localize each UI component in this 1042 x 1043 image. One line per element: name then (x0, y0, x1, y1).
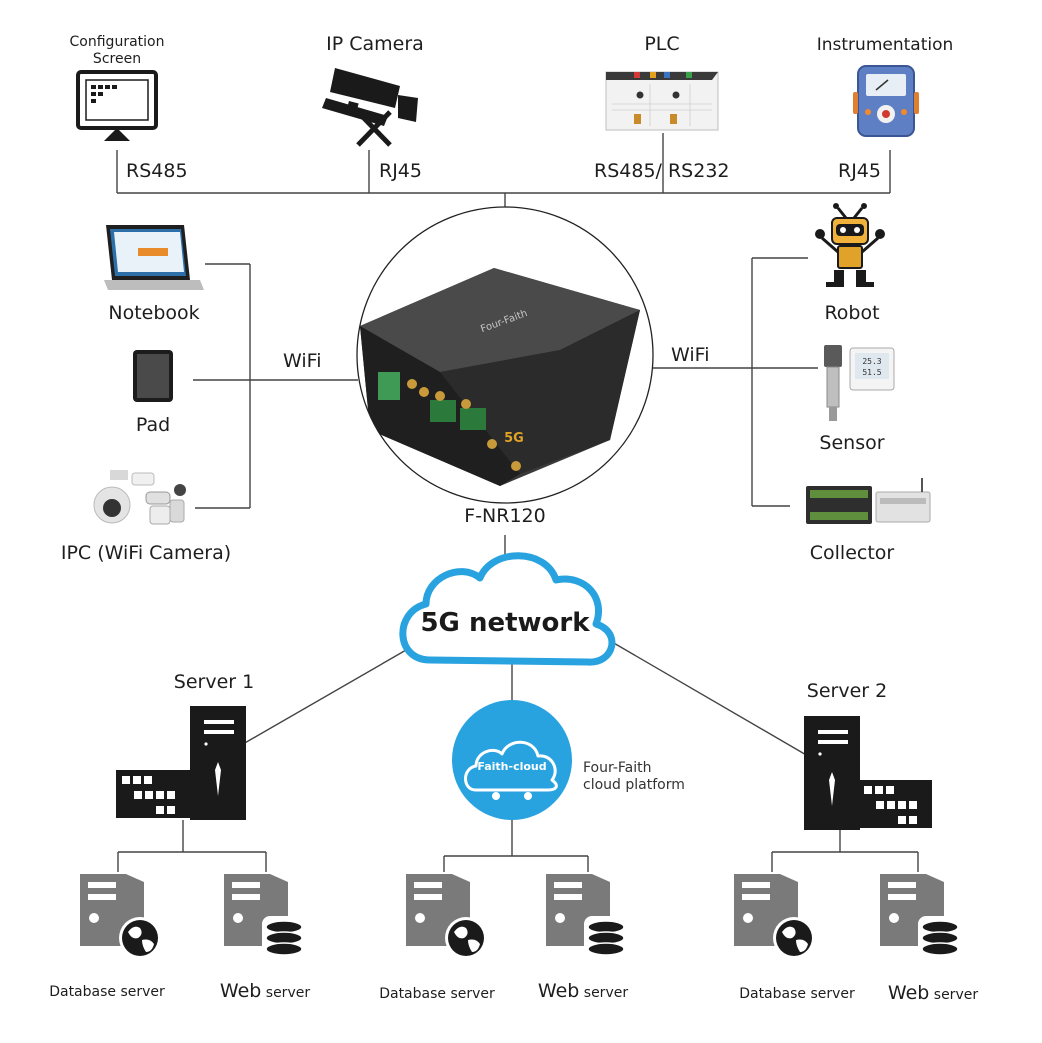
database-server-label-2: Database server (379, 986, 495, 1002)
pad-icon (133, 350, 173, 402)
config-screen-interface: RS485 (126, 160, 188, 182)
endpoint-icons (80, 874, 962, 960)
web-server-icon-3 (880, 874, 962, 960)
robot-icon (815, 203, 885, 287)
notebook-label: Notebook (108, 302, 200, 324)
config-screen-label: Configuration Screen (70, 34, 165, 68)
collector-label: Collector (809, 542, 895, 564)
server-1-label: Server 1 (173, 671, 255, 693)
faith-cloud-icon (452, 700, 572, 820)
web-server-label-1-rest: server (261, 985, 311, 1001)
instrumentation-icon (853, 65, 919, 137)
ip-camera-label: IP Camera (326, 33, 424, 55)
monitor-icon (76, 70, 158, 141)
database-server-label-1: Database server (49, 984, 165, 1000)
faith-cloud-label: Faith-cloud (477, 760, 547, 773)
ip-camera-interface: RJ45 (379, 160, 422, 182)
router-device: Four-Faith 5G (356, 206, 654, 504)
web-server-label-3-rest: server (929, 987, 979, 1003)
cloud-platform-label: Four-Faith cloud platform (583, 760, 685, 794)
web-server-label-3-word: Web (887, 982, 930, 1004)
ipc-label: IPC (WiFi Camera) (60, 542, 232, 564)
sensor-label: Sensor (819, 432, 885, 454)
cloud-5g-network (399, 552, 616, 666)
router-model-label: F-NR120 (464, 505, 546, 527)
router-5g-badge: 5G (504, 431, 524, 446)
instrumentation-label: Instrumentation (816, 35, 954, 55)
cloud-platform-label-line1: Four-Faith (583, 760, 652, 776)
connection-lines (116, 133, 919, 872)
web-server-icon-1 (224, 874, 306, 960)
web-server-label-3: Web server (888, 982, 978, 1004)
pad-label: Pad (135, 414, 171, 436)
right-wifi-label: WiFi (671, 344, 710, 366)
collector-icon (806, 478, 931, 524)
database-server-icon-2 (406, 874, 487, 959)
web-server-label-1: Web server (220, 980, 310, 1002)
sensor-reading-2: 51.5 (862, 368, 881, 377)
ip-camera-icon (322, 68, 418, 147)
plc-label: PLC (644, 33, 680, 55)
network-label: 5G network (420, 608, 590, 638)
instrumentation-interface: RJ45 (838, 160, 881, 182)
cloud-platform-label-line2: cloud platform (583, 777, 685, 793)
plc-interface: RS485/ RS232 (594, 160, 730, 182)
sensor-icon: 25.3 51.5 (824, 345, 895, 421)
web-server-label-2-word: Web (537, 980, 580, 1002)
server-1-icon (116, 706, 246, 820)
left-wifi-label: WiFi (283, 350, 322, 372)
server-2-icon (804, 716, 932, 830)
notebook-icon (104, 225, 204, 290)
wifi-camera-icon (93, 470, 186, 525)
web-server-label-2: Web server (538, 980, 628, 1002)
database-server-icon-3 (734, 874, 815, 959)
robot-label: Robot (824, 302, 880, 324)
sensor-reading-1: 25.3 (862, 357, 881, 366)
server-2-label: Server 2 (806, 680, 888, 702)
config-screen-label-line2: Screen (92, 51, 142, 67)
web-server-icon-2 (546, 874, 628, 960)
config-screen-label-line1: Configuration (69, 34, 165, 50)
web-server-label-2-rest: server (579, 985, 629, 1001)
plc-icon (605, 71, 719, 131)
database-server-label-3: Database server (739, 986, 855, 1002)
web-server-label-1-word: Web (219, 980, 262, 1002)
database-server-icon-1 (80, 874, 161, 959)
